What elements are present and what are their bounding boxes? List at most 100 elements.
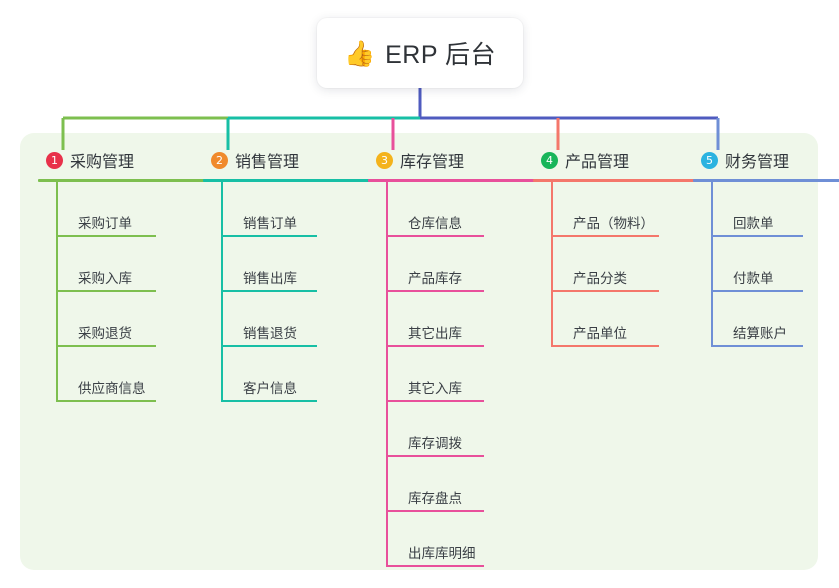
leaf-item[interactable]: 采购订单 [56,182,214,237]
leaf-item[interactable]: 库存调拨 [386,402,544,457]
branch-header-1[interactable]: 1 采购管理 [38,148,214,172]
branch-1: 1 采购管理采购订单采购入库采购退货供应商信息 [38,148,214,402]
leaf-item[interactable]: 产品（物料） [551,182,709,237]
leaf-item-label: 产品库存 [408,271,462,287]
leaf-item[interactable]: 其它出库 [386,292,544,347]
branch-header-4[interactable]: 4 产品管理 [533,148,709,172]
leaf-item[interactable]: 仓库信息 [386,182,544,237]
branch-title: 库存管理 [400,154,465,171]
leaf-item[interactable]: 回款单 [711,182,839,237]
leaf-item-underline [551,235,659,237]
leaf-item-underline [386,565,484,567]
leaf-item[interactable]: 出库库明细 [386,512,544,567]
branch-underline [533,179,709,182]
branch-header-5[interactable]: 5 财务管理 [693,148,839,172]
leaf-item-underline [221,345,317,347]
leaf-item-label: 库存盘点 [408,491,462,507]
leaf-item-label: 销售订单 [243,216,297,232]
root-node[interactable]: 👍 ERP 后台 [317,18,523,88]
leaf-item-underline [56,345,156,347]
thumbs-up-icon: 👍 [343,38,376,68]
leaf-item-underline [386,235,484,237]
branch-spine [221,182,223,402]
leaf-item-underline [711,345,803,347]
leaf-item[interactable]: 销售出库 [221,237,379,292]
branch-spine [711,182,713,347]
leaf-item-label: 其它入库 [408,381,462,397]
branch-underline [693,179,839,182]
diagram-background-panel [20,133,818,570]
leaf-item-underline [56,400,156,402]
leaf-item-label: 结算账户 [733,326,787,342]
leaf-item-label: 客户信息 [243,381,297,397]
branch-number-badge: 4 [541,151,558,169]
leaf-item-label: 销售出库 [243,271,297,287]
leaf-item-label: 付款单 [733,271,774,287]
branch-3: 3 库存管理仓库信息产品库存其它出库其它入库库存调拨库存盘点出库库明细 [368,148,544,567]
leaf-item[interactable]: 其它入库 [386,347,544,402]
branch-title: 采购管理 [70,154,135,171]
leaf-item[interactable]: 结算账户 [711,292,839,347]
leaf-item[interactable]: 采购入库 [56,237,214,292]
branch-underline [368,179,544,182]
leaf-item-label: 供应商信息 [78,381,146,397]
leaf-item[interactable]: 销售订单 [221,182,379,237]
branch-5: 5 财务管理回款单付款单结算账户 [693,148,839,347]
leaf-item-label: 产品分类 [573,271,627,287]
leaf-item-label: 销售退货 [243,326,297,342]
leaf-item-underline [386,510,484,512]
leaf-item[interactable]: 产品单位 [551,292,709,347]
branch-items-1: 采购订单采购入库采购退货供应商信息 [56,182,214,402]
leaf-item[interactable]: 库存盘点 [386,457,544,512]
branch-title: 销售管理 [235,154,300,171]
leaf-item-label: 库存调拨 [408,436,462,452]
leaf-item-underline [221,235,317,237]
leaf-item-underline [56,290,156,292]
leaf-item-underline [711,235,803,237]
branch-header-3[interactable]: 3 库存管理 [368,148,544,172]
branch-spine [56,182,58,402]
leaf-item[interactable]: 销售退货 [221,292,379,347]
branch-items-4: 产品（物料） 产品分类产品单位 [551,182,709,347]
branch-title: 产品管理 [565,154,630,171]
leaf-item[interactable]: 产品库存 [386,237,544,292]
branch-spine [551,182,553,347]
root-label: ERP 后台 [385,41,497,69]
leaf-item-label: 产品单位 [573,326,627,342]
leaf-item-underline [386,455,484,457]
branch-spine [386,182,388,567]
branch-4: 4 产品管理产品（物料） 产品分类产品单位 [533,148,709,347]
branch-items-5: 回款单付款单结算账户 [711,182,839,347]
leaf-item-label: 仓库信息 [408,216,462,232]
leaf-item-label: 产品（物料） [573,216,654,232]
branch-items-2: 销售订单销售出库销售退货客户信息 [221,182,379,402]
leaf-item-label: 采购订单 [78,216,132,232]
branch-number-badge: 5 [701,151,718,169]
leaf-item-label: 采购入库 [78,271,132,287]
branch-title: 财务管理 [725,154,790,171]
branch-number-badge: 3 [376,151,393,169]
leaf-item-underline [386,290,484,292]
leaf-item[interactable]: 采购退货 [56,292,214,347]
leaf-item-underline [551,345,659,347]
leaf-item[interactable]: 付款单 [711,237,839,292]
leaf-item-underline [56,235,156,237]
branch-underline [38,179,214,182]
leaf-item-underline [386,400,484,402]
leaf-item-label: 其它出库 [408,326,462,342]
leaf-item[interactable]: 产品分类 [551,237,709,292]
leaf-item-underline [221,290,317,292]
leaf-item-underline [551,290,659,292]
leaf-item-label: 出库库明细 [408,546,476,562]
leaf-item[interactable]: 客户信息 [221,347,379,402]
branch-items-3: 仓库信息产品库存其它出库其它入库库存调拨库存盘点出库库明细 [386,182,544,567]
leaf-item-label: 采购退货 [78,326,132,342]
leaf-item-label: 回款单 [733,216,774,232]
leaf-item-underline [221,400,317,402]
branch-number-badge: 1 [46,151,63,169]
leaf-item[interactable]: 供应商信息 [56,347,214,402]
leaf-item-underline [711,290,803,292]
